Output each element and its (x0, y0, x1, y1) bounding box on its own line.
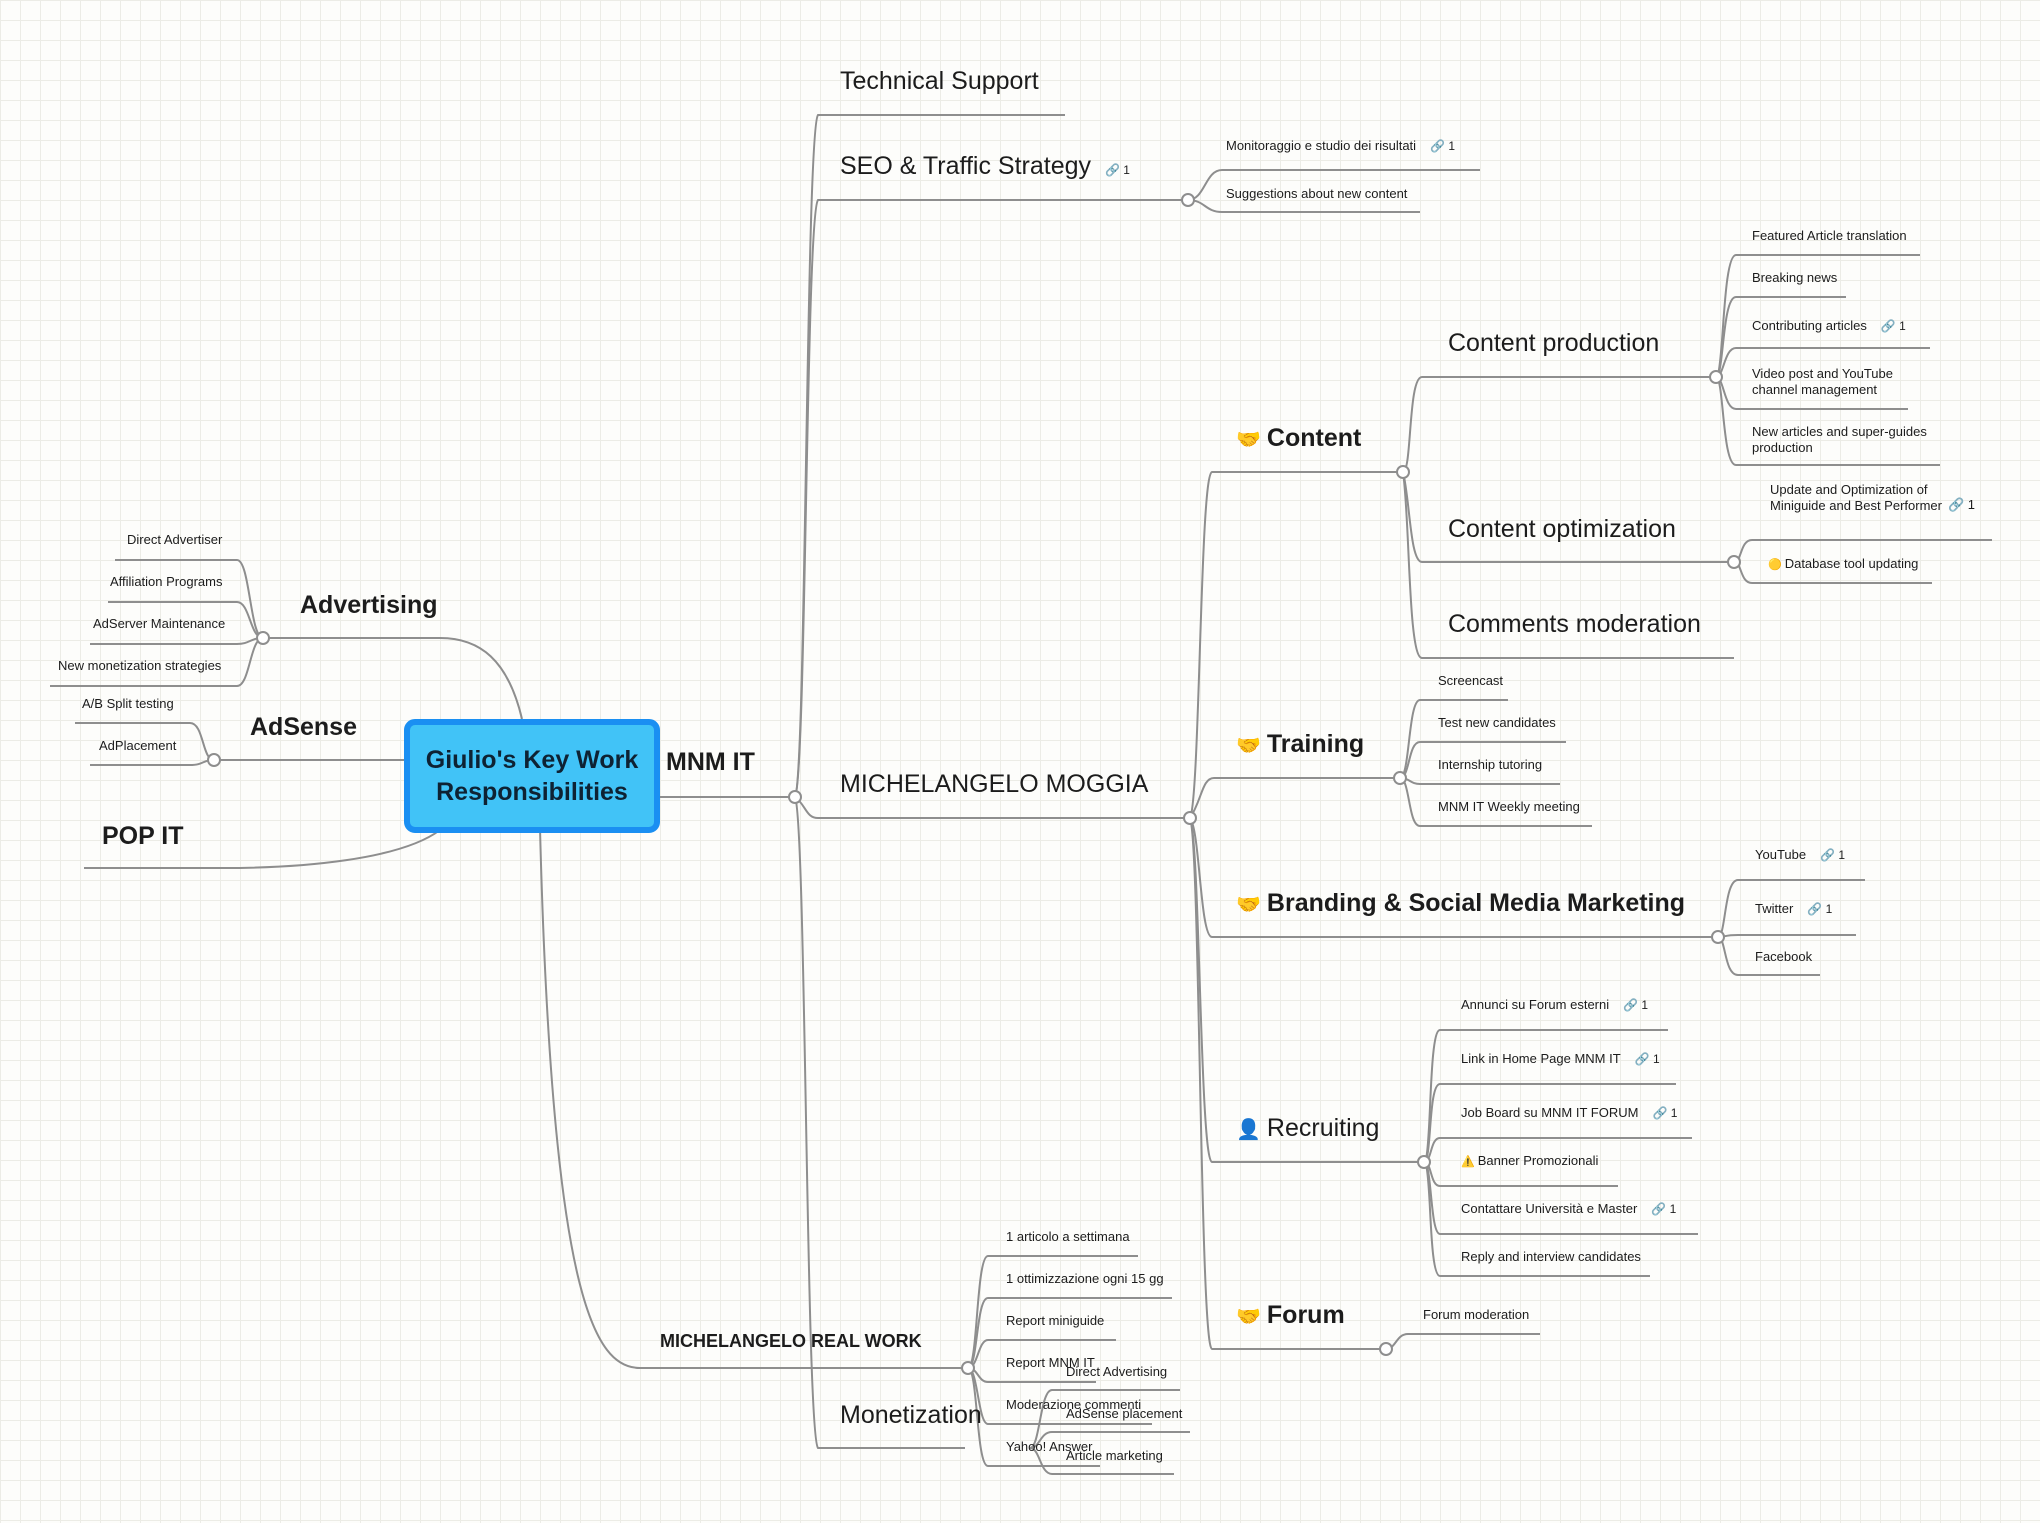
central-topic-line2: Responsibilities (436, 778, 628, 806)
forum-label: Forum (1266, 1301, 1345, 1329)
branding-topic[interactable]: 🤝Branding & Social Media Marketing (1236, 891, 1685, 916)
person-icon: 👤 (1236, 1119, 1261, 1141)
recruiting-item[interactable]: Reply and interview candidates (1461, 1249, 1641, 1264)
real-work-item[interactable]: Report miniguide (1006, 1313, 1105, 1328)
content-production-item[interactable]: Contributing articles 🔗 1 (1752, 319, 1906, 332)
branding-item[interactable]: YouTube 🔗 1 (1755, 848, 1845, 861)
branding-item[interactable]: Facebook (1755, 949, 1813, 964)
content-production-item[interactable]: New articles and super-guides production (1752, 424, 1927, 455)
link-icon[interactable]: 🔗 1 (1430, 139, 1456, 153)
pop-it-topic[interactable]: POP IT (102, 822, 184, 850)
link-icon[interactable]: 🔗 1 (1948, 497, 1976, 512)
real-work-topic[interactable]: MICHELANGELO REAL WORK (660, 1331, 922, 1351)
content-optimization-topic[interactable]: Content optimization (1448, 515, 1676, 543)
recruiting-item-label: Contattare Università e Master (1461, 1201, 1638, 1216)
content-optimization-item[interactable]: 🟡Database tool updating (1768, 557, 1918, 571)
link-icon[interactable]: 🔗 1 (1652, 1106, 1678, 1120)
content-production-item[interactable]: Video post and YouTube channel managemen… (1752, 366, 1893, 397)
adsense-topic[interactable]: AdSense (250, 713, 357, 741)
branding-label: Branding & Social Media Marketing (1266, 889, 1686, 917)
forum-topic[interactable]: 🤝Forum (1236, 1303, 1345, 1328)
seo-label: SEO & Traffic Strategy (840, 152, 1092, 180)
real-work-item[interactable]: 1 articolo a settimana (1006, 1229, 1130, 1244)
link-icon[interactable]: 🔗 1 (1651, 1202, 1677, 1216)
training-item[interactable]: Screencast (1438, 673, 1504, 688)
training-label: Training (1266, 730, 1365, 758)
monetization-topic[interactable]: Monetization (840, 1401, 982, 1429)
recruiting-item-label: Annunci su Forum esterni (1461, 997, 1610, 1012)
branding-item-label: YouTube (1755, 847, 1807, 862)
handshake-icon: 🤝 (1236, 735, 1261, 757)
recruiting-item[interactable]: ⚠️Banner Promozionali (1461, 1154, 1598, 1168)
monetization-item[interactable]: Article marketing (1066, 1448, 1163, 1463)
seo-topic[interactable]: SEO & Traffic Strategy 🔗 1 (840, 154, 1130, 179)
link-icon[interactable]: 🔗 1 (1105, 163, 1130, 177)
recruiting-item-label: Link in Home Page MNM IT (1461, 1051, 1621, 1066)
adsense-item[interactable]: A/B Split testing (82, 696, 174, 711)
recruiting-item-label: Job Board su MNM IT FORUM (1461, 1105, 1639, 1120)
recruiting-item[interactable]: Annunci su Forum esterni 🔗 1 (1461, 998, 1648, 1011)
moggia-topic[interactable]: MICHELANGELO MOGGIA (840, 770, 1149, 798)
seo-item[interactable]: Monitoraggio e studio dei risultati 🔗 1 (1226, 139, 1455, 152)
monetization-item[interactable]: AdSense placement (1066, 1406, 1183, 1421)
adsense-item[interactable]: AdPlacement (99, 738, 177, 753)
recruiting-item[interactable]: Contattare Università e Master 🔗 1 (1461, 1202, 1676, 1215)
content-production-topic[interactable]: Content production (1448, 329, 1660, 357)
content-label: Content (1266, 424, 1362, 452)
advertising-topic[interactable]: Advertising (300, 591, 438, 619)
seo-item[interactable]: Suggestions about new content (1226, 186, 1408, 201)
recruiting-item[interactable]: Job Board su MNM IT FORUM 🔗 1 (1461, 1106, 1677, 1119)
recruiting-topic[interactable]: 👤Recruiting (1236, 1116, 1379, 1141)
seo-item-label: Monitoraggio e studio dei risultati (1226, 138, 1417, 153)
recruiting-label: Recruiting (1266, 1114, 1380, 1142)
recruiting-item-label: Banner Promozionali (1477, 1153, 1599, 1168)
real-work-item[interactable]: Report MNM IT (1006, 1355, 1095, 1370)
advertising-item[interactable]: New monetization strategies (58, 658, 222, 673)
advertising-item[interactable]: AdServer Maintenance (93, 616, 226, 631)
real-work-item[interactable]: Moderazione commenti (1006, 1397, 1142, 1412)
handshake-icon: 🤝 (1236, 429, 1261, 451)
handshake-icon: 🤝 (1236, 1306, 1261, 1328)
real-work-item[interactable]: Yahoo! Answer (1006, 1439, 1093, 1454)
training-item[interactable]: Test new candidates (1438, 715, 1556, 730)
content-optimization-item-label: Database tool updating (1784, 556, 1919, 571)
link-icon[interactable]: 🔗 1 (1623, 998, 1649, 1012)
content-production-item-label: Contributing articles (1752, 318, 1867, 333)
advertising-item[interactable]: Direct Advertiser (127, 532, 223, 547)
central-topic-line1: Giulio's Key Work (425, 746, 639, 774)
training-item[interactable]: MNM IT Weekly meeting (1438, 799, 1580, 814)
handshake-icon: 🤝 (1236, 894, 1261, 916)
content-topic[interactable]: 🤝Content (1236, 426, 1361, 451)
link-icon[interactable]: 🔗 1 (1880, 319, 1906, 333)
training-topic[interactable]: 🤝Training (1236, 732, 1364, 757)
forum-item[interactable]: Forum moderation (1423, 1307, 1530, 1322)
yellow-dot-icon: 🟡 (1768, 559, 1782, 571)
training-item[interactable]: Internship tutoring (1438, 757, 1543, 772)
monetization-item[interactable]: Direct Advertising (1066, 1364, 1168, 1379)
warning-icon: ⚠️ (1461, 1156, 1475, 1168)
content-optimization-item[interactable]: Update and Optimization of Miniguide and… (1770, 482, 1942, 513)
real-work-item[interactable]: 1 ottimizzazione ogni 15 gg (1006, 1271, 1164, 1286)
mnm-it-topic[interactable]: MNM IT (666, 748, 755, 776)
comments-moderation-topic[interactable]: Comments moderation (1448, 610, 1701, 638)
content-production-item[interactable]: Breaking news (1752, 270, 1838, 285)
link-icon[interactable]: 🔗 1 (1820, 848, 1846, 862)
content-production-item[interactable]: Featured Article translation (1752, 228, 1907, 243)
recruiting-item[interactable]: Link in Home Page MNM IT 🔗 1 (1461, 1052, 1660, 1065)
link-icon[interactable]: 🔗 1 (1634, 1052, 1660, 1066)
link-icon[interactable]: 🔗 1 (1807, 902, 1833, 916)
branding-item[interactable]: Twitter 🔗 1 (1755, 902, 1832, 915)
advertising-item[interactable]: Affiliation Programs (110, 574, 223, 589)
branding-item-label: Twitter (1755, 901, 1794, 916)
technical-support-topic[interactable]: Technical Support (840, 67, 1039, 95)
